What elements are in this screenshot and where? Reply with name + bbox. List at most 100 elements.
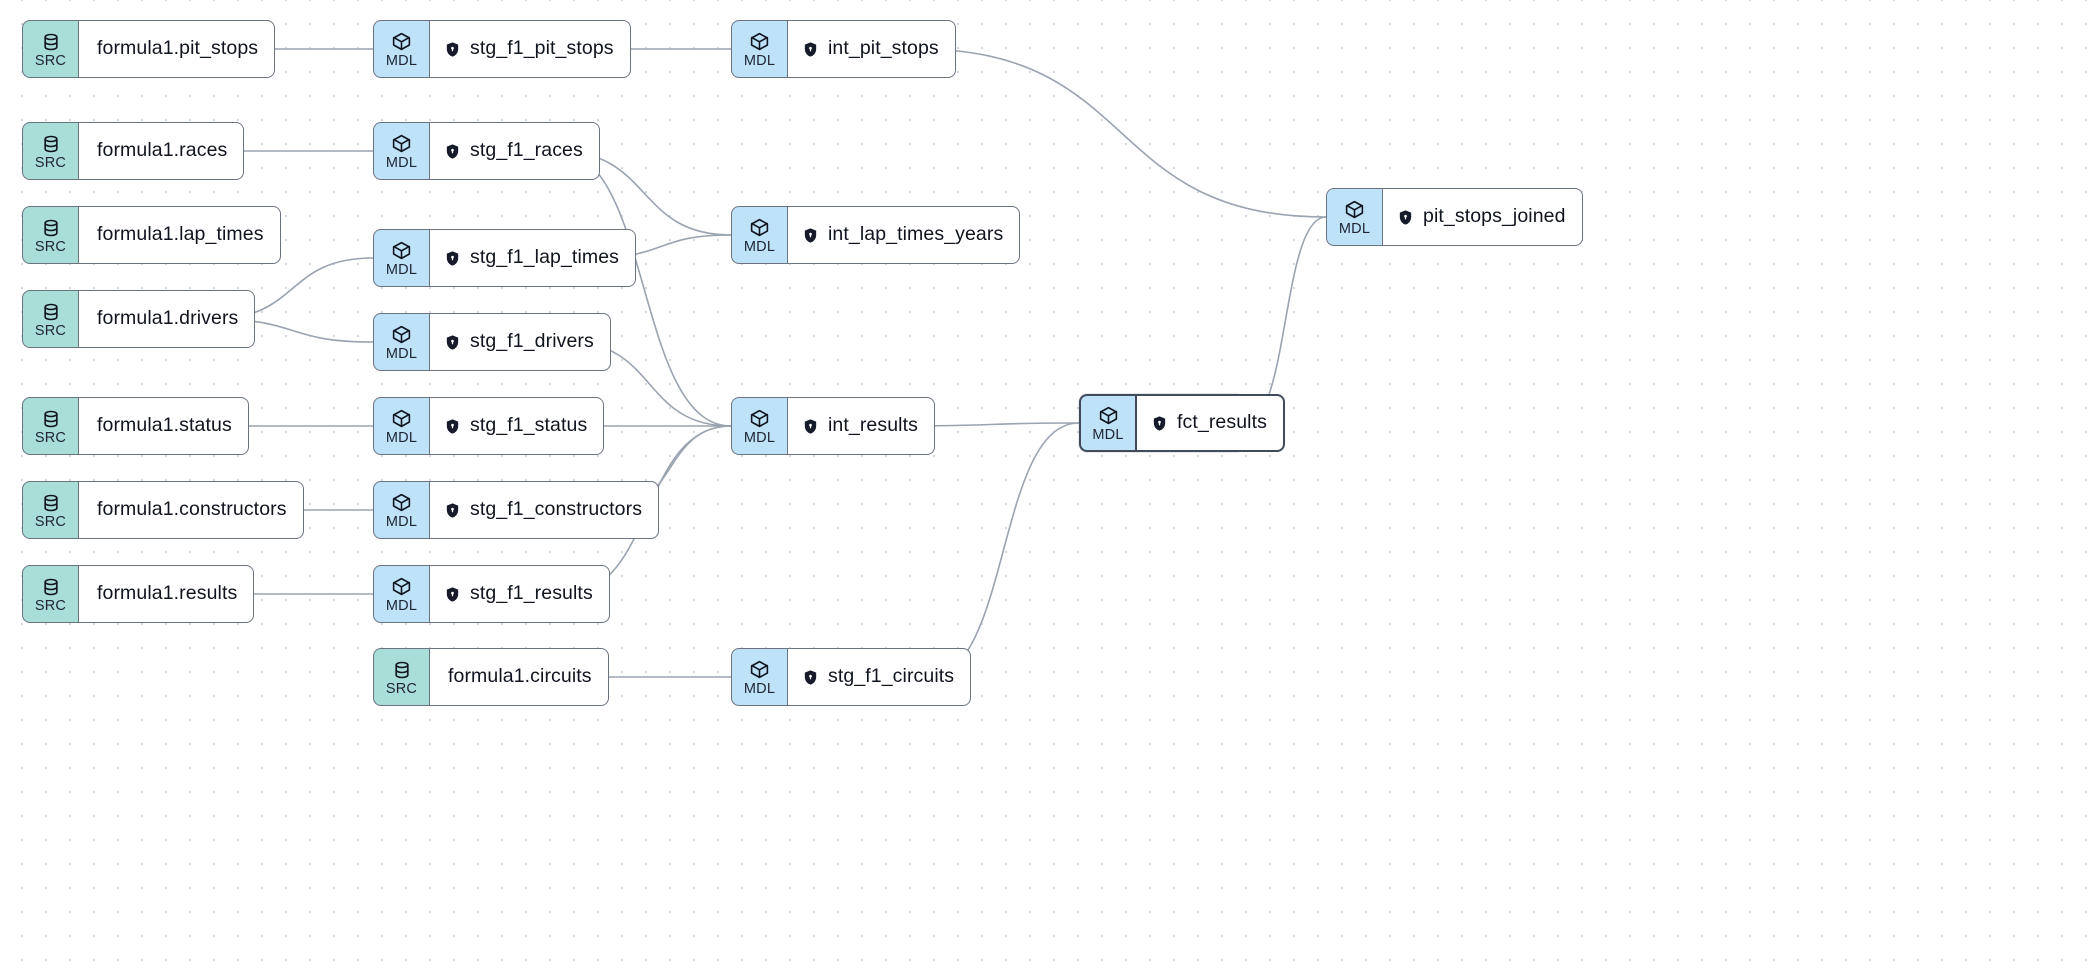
node-kind-label: MDL xyxy=(1092,427,1124,444)
node-kind-label: MDL xyxy=(743,430,776,447)
node-body[interactable]: stg_f1_races xyxy=(429,122,600,180)
node-label: formula1.races xyxy=(97,139,228,162)
node-label: pit_stops_joined xyxy=(1423,205,1566,228)
node-body[interactable]: formula1.races xyxy=(78,122,245,180)
node-body[interactable]: stg_f1_pit_stops xyxy=(429,20,631,78)
node-label: int_pit_stops xyxy=(828,37,939,60)
database-cylinder-icon xyxy=(41,409,61,429)
node-body[interactable]: stg_f1_lap_times xyxy=(429,229,637,287)
node-body[interactable]: stg_f1_drivers xyxy=(429,313,611,371)
node-body[interactable]: formula1.circuits xyxy=(429,648,609,706)
lineage-edge xyxy=(927,422,1080,678)
cube-icon xyxy=(749,408,770,429)
node-kind-label: SRC xyxy=(34,322,67,339)
node-body[interactable]: formula1.status xyxy=(78,397,249,455)
shield-lock-icon xyxy=(802,41,819,58)
node-mdl-stg-circuits[interactable]: MDL stg_f1_circuits xyxy=(731,648,972,706)
database-cylinder-icon xyxy=(41,493,61,513)
node-body[interactable]: formula1.results xyxy=(78,565,255,623)
cube-icon xyxy=(391,408,412,429)
source-badge: SRC xyxy=(22,206,78,264)
node-mdl-fct-results[interactable]: MDL fct_results xyxy=(1079,394,1285,452)
model-badge: MDL xyxy=(731,20,787,78)
node-kind-label: SRC xyxy=(34,513,67,530)
node-body[interactable]: formula1.constructors xyxy=(78,481,304,539)
node-label: fct_results xyxy=(1177,411,1267,434)
node-body[interactable]: int_lap_times_years xyxy=(787,206,1021,264)
cube-icon xyxy=(391,133,412,154)
database-cylinder-icon xyxy=(41,32,61,52)
node-src-lap-times[interactable]: SRC formula1.lap_times xyxy=(22,206,281,264)
node-body[interactable]: formula1.pit_stops xyxy=(78,20,276,78)
node-body[interactable]: int_pit_stops xyxy=(787,20,956,78)
shield-lock-icon xyxy=(444,418,461,435)
node-body[interactable]: fct_results xyxy=(1135,394,1285,452)
node-body[interactable]: stg_f1_status xyxy=(429,397,605,455)
node-kind-label: SRC xyxy=(34,429,67,446)
node-label: formula1.pit_stops xyxy=(97,37,259,60)
node-kind-label: SRC xyxy=(385,680,418,697)
node-body[interactable]: stg_f1_constructors xyxy=(429,481,660,539)
cube-icon xyxy=(391,324,412,345)
node-label: formula1.results xyxy=(97,582,238,605)
model-badge: MDL xyxy=(373,397,429,455)
node-mdl-stg-constructors[interactable]: MDL stg_f1_constructors xyxy=(373,481,660,539)
cube-icon xyxy=(749,217,770,238)
database-cylinder-icon xyxy=(41,134,61,154)
cube-icon xyxy=(391,576,412,597)
cube-icon xyxy=(1344,199,1365,220)
model-badge: MDL xyxy=(731,397,787,455)
shield-lock-icon xyxy=(802,418,819,435)
node-body[interactable]: int_results xyxy=(787,397,935,455)
node-src-circuits[interactable]: SRC formula1.circuits xyxy=(373,648,609,706)
node-body[interactable]: pit_stops_joined xyxy=(1382,188,1583,246)
source-badge: SRC xyxy=(22,397,78,455)
model-badge: MDL xyxy=(373,313,429,371)
node-label: formula1.drivers xyxy=(97,307,239,330)
node-kind-label: MDL xyxy=(385,53,418,70)
shield-lock-icon xyxy=(444,502,461,519)
node-body[interactable]: formula1.drivers xyxy=(78,290,256,348)
node-kind-label: MDL xyxy=(743,53,776,70)
node-label: formula1.lap_times xyxy=(97,223,264,246)
database-cylinder-icon xyxy=(41,218,61,238)
node-mdl-stg-races[interactable]: MDL stg_f1_races xyxy=(373,122,600,180)
node-label: int_results xyxy=(828,414,918,437)
shield-lock-icon xyxy=(1151,415,1168,432)
node-kind-label: MDL xyxy=(743,681,776,698)
cube-icon xyxy=(391,240,412,261)
node-body[interactable]: formula1.lap_times xyxy=(78,206,281,264)
node-label: stg_f1_races xyxy=(470,139,583,162)
cube-icon xyxy=(749,31,770,52)
node-body[interactable]: stg_f1_circuits xyxy=(787,648,972,706)
model-badge: MDL xyxy=(731,648,787,706)
node-kind-label: MDL xyxy=(385,155,418,172)
node-kind-label: MDL xyxy=(385,514,418,531)
source-badge: SRC xyxy=(22,481,78,539)
node-body[interactable]: stg_f1_results xyxy=(429,565,610,623)
source-badge: SRC xyxy=(373,648,429,706)
cube-icon xyxy=(391,492,412,513)
node-label: int_lap_times_years xyxy=(828,223,1004,246)
node-mdl-stg-pit-stops[interactable]: MDL stg_f1_pit_stops xyxy=(373,20,631,78)
shield-lock-icon xyxy=(444,250,461,267)
node-label: formula1.status xyxy=(97,414,232,437)
node-label: stg_f1_results xyxy=(470,582,593,605)
lineage-edge xyxy=(556,150,732,427)
node-mdl-int-pit-stops[interactable]: MDL int_pit_stops xyxy=(731,20,956,78)
node-src-status[interactable]: SRC formula1.status xyxy=(22,397,249,455)
node-src-drivers[interactable]: SRC formula1.drivers xyxy=(22,290,256,348)
node-src-constructors[interactable]: SRC formula1.constructors xyxy=(22,481,304,539)
node-mdl-int-results[interactable]: MDL int_results xyxy=(731,397,935,455)
